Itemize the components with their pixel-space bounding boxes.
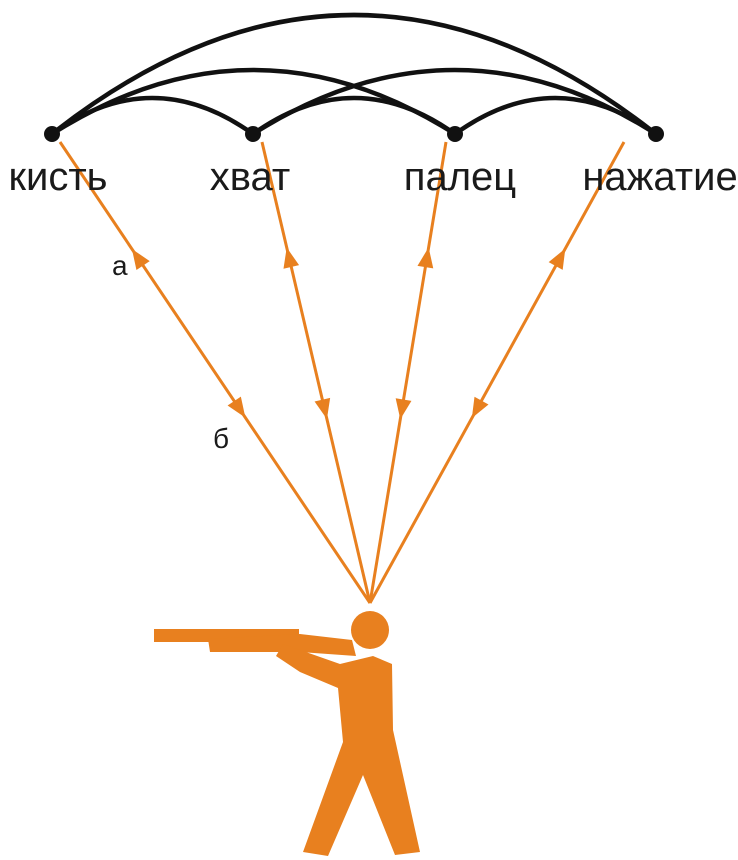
shooter-head — [351, 611, 389, 649]
shooter-body — [276, 644, 420, 856]
node-dot-palets — [447, 126, 463, 142]
arrow-label-down: б — [213, 423, 229, 454]
node-dots — [44, 126, 664, 142]
ray-palets — [368, 141, 448, 604]
arrow-up-khvat — [283, 247, 300, 269]
arrow-down-khvat — [314, 397, 331, 420]
node-labels: кисть хват палец нажатие — [8, 155, 737, 199]
node-label-kist: кисть — [8, 155, 107, 199]
ray-kist — [58, 141, 372, 604]
arrow-up-kist — [131, 248, 150, 271]
arrow-down-kist — [227, 396, 246, 418]
connections — [49, 12, 659, 137]
ray-khvat — [260, 141, 372, 604]
node-dot-nazhatie — [648, 126, 664, 142]
arrow-down-palets — [395, 398, 412, 420]
feedback-rays — [58, 141, 626, 604]
arrow-label-up: а — [112, 250, 128, 281]
node-label-nazhatie: нажатие — [582, 155, 737, 199]
arc-khvat-nazhatie — [250, 67, 659, 137]
node-dot-khvat — [245, 126, 261, 142]
arc-kist-palets — [49, 67, 458, 137]
node-dot-kist — [44, 126, 60, 142]
arrow-down-nazhatie — [471, 396, 489, 419]
arc-kist-nazhatie — [49, 12, 659, 137]
arrow-up-palets — [417, 247, 434, 269]
arrow-up-nazhatie — [548, 248, 566, 270]
shooter-gun-stock — [208, 634, 356, 656]
shooter-icon — [154, 611, 420, 856]
node-label-palets: палец — [404, 155, 516, 199]
ray-nazhatie — [368, 141, 626, 604]
node-label-khvat: хват — [210, 155, 291, 199]
